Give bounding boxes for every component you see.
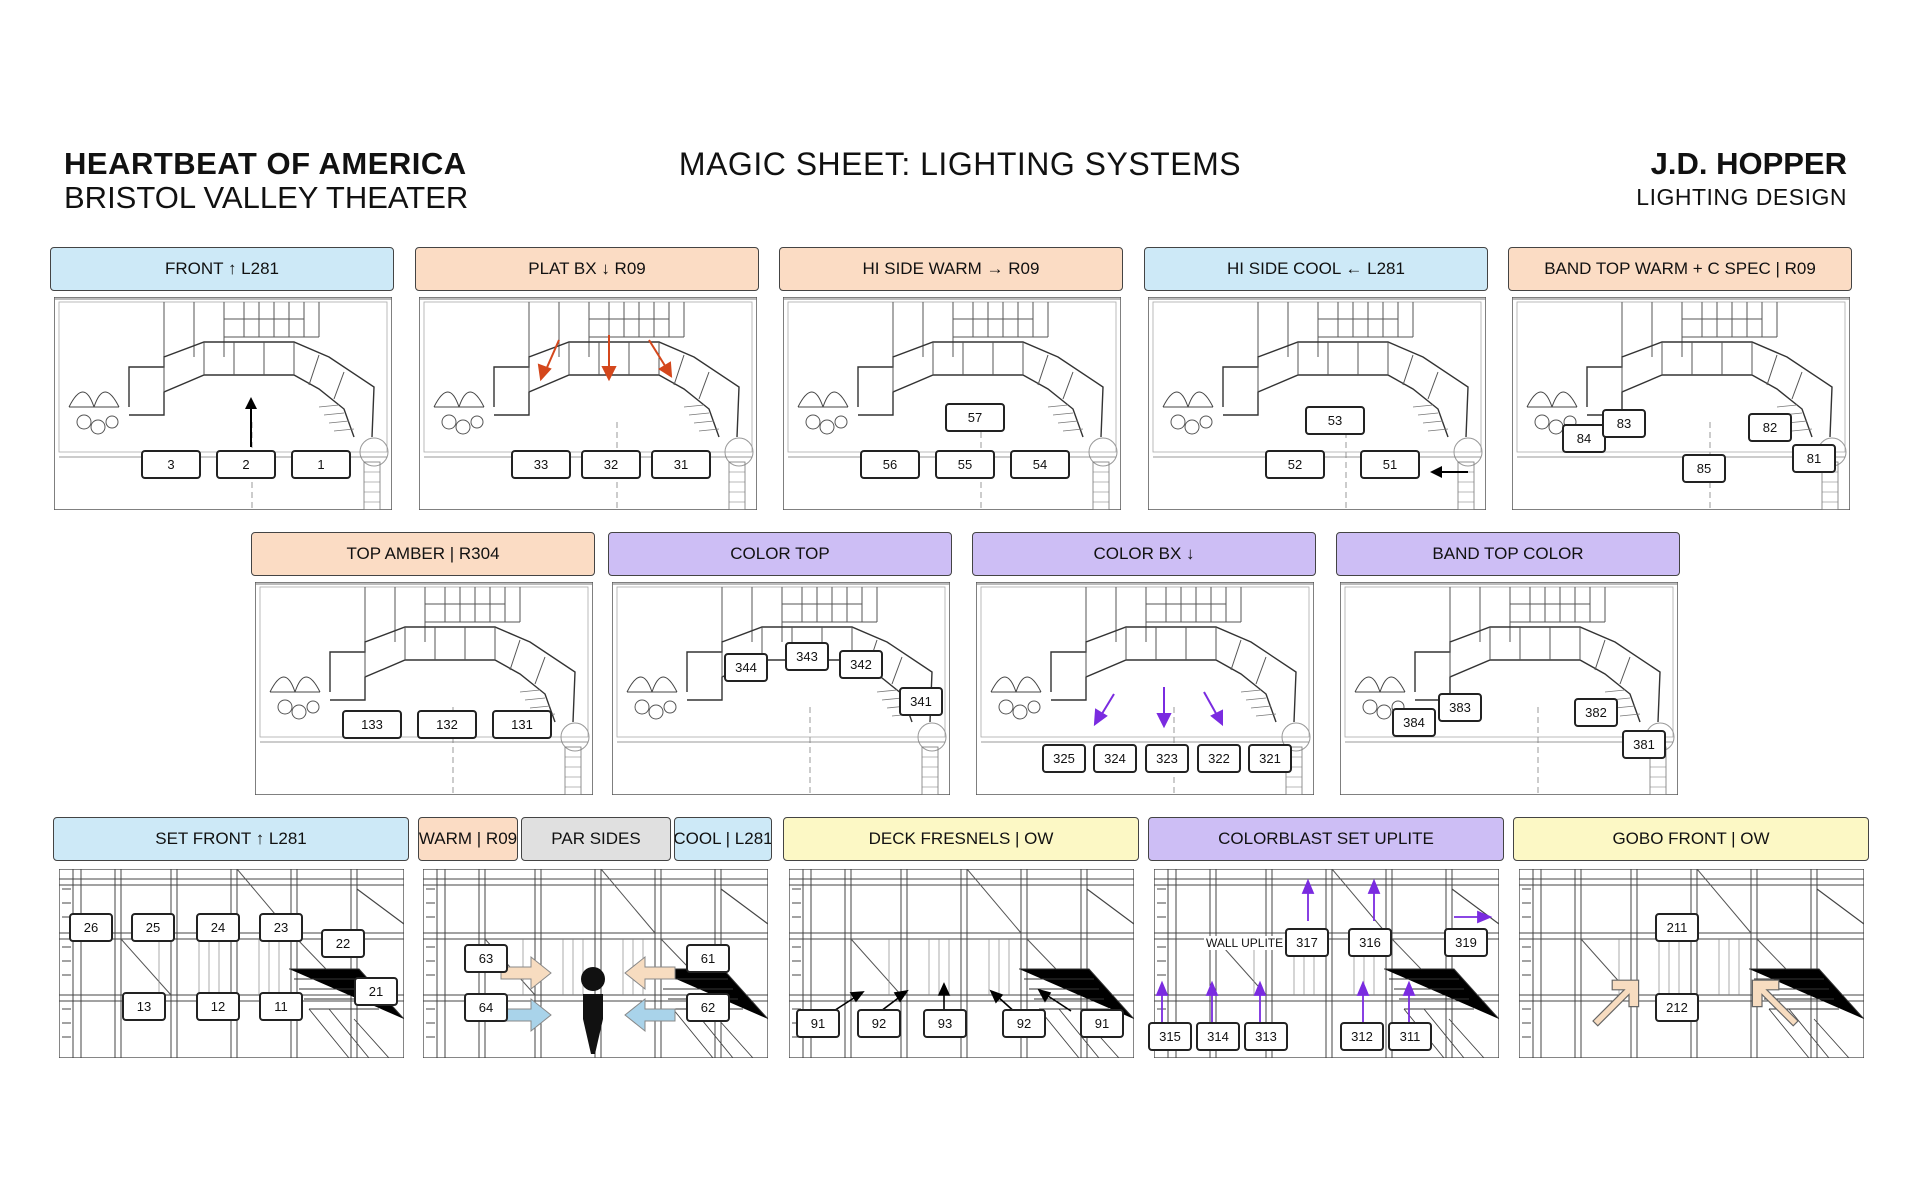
channel-box: 343 bbox=[785, 642, 829, 671]
elevation-drawing bbox=[1154, 869, 1499, 1058]
channel-box: 317 bbox=[1285, 928, 1329, 957]
system-label: HI SIDE COOL ← L281 bbox=[1144, 247, 1488, 291]
system-label: COLOR BX ↓ bbox=[972, 532, 1316, 576]
channel-box: 311 bbox=[1388, 1022, 1432, 1051]
channel-box: 133 bbox=[342, 710, 402, 739]
channel-box: 51 bbox=[1360, 450, 1420, 479]
channel-box: 131 bbox=[492, 710, 552, 739]
system-label: TOP AMBER | R304 bbox=[251, 532, 595, 576]
cool-label: COOL | L281 bbox=[674, 817, 772, 861]
elevation-drawing bbox=[1519, 869, 1864, 1058]
channel-box: 322 bbox=[1197, 744, 1241, 773]
channel-box: 312 bbox=[1340, 1022, 1384, 1051]
channel-box: 383 bbox=[1438, 693, 1482, 722]
system-label: DECK FRESNELS | OW bbox=[783, 817, 1139, 861]
channel-box: 2 bbox=[216, 450, 276, 479]
plan-drawing bbox=[419, 297, 757, 510]
channel-box: 211 bbox=[1655, 913, 1699, 942]
channel-box: 25 bbox=[131, 913, 175, 942]
system-label: HI SIDE WARM → R09 bbox=[779, 247, 1123, 291]
channel-box: 81 bbox=[1792, 444, 1836, 473]
system-label: COLORBLAST SET UPLITE bbox=[1148, 817, 1504, 861]
channel-box: 341 bbox=[899, 687, 943, 716]
channel-box: 323 bbox=[1145, 744, 1189, 773]
channel-box: 314 bbox=[1196, 1022, 1240, 1051]
channel-box: 85 bbox=[1682, 454, 1726, 483]
channel-box: 62 bbox=[686, 993, 730, 1022]
plan-drawing bbox=[1340, 582, 1678, 795]
plan-drawing bbox=[1148, 297, 1486, 510]
channel-box: 31 bbox=[651, 450, 711, 479]
channel-box: 1 bbox=[291, 450, 351, 479]
system-label: FRONT ↑ L281 bbox=[50, 247, 394, 291]
channel-box: 319 bbox=[1444, 928, 1488, 957]
channel-box: 22 bbox=[321, 929, 365, 958]
system-label: GOBO FRONT | OW bbox=[1513, 817, 1869, 861]
channel-box: 54 bbox=[1010, 450, 1070, 479]
plan-drawing bbox=[976, 582, 1314, 795]
channel-box: 23 bbox=[259, 913, 303, 942]
channel-box: 384 bbox=[1392, 708, 1436, 737]
channel-box: 82 bbox=[1748, 413, 1792, 442]
channel-box: 32 bbox=[581, 450, 641, 479]
venue-name: BRISTOL VALLEY THEATER bbox=[64, 180, 469, 215]
show-title: HEARTBEAT OF AMERICA bbox=[64, 146, 467, 181]
channel-box: 26 bbox=[69, 913, 113, 942]
channel-box: 382 bbox=[1574, 698, 1618, 727]
warm-label: WARM | R09 bbox=[418, 817, 518, 861]
channel-box: 56 bbox=[860, 450, 920, 479]
sheet-title: MAGIC SHEET: LIGHTING SYSTEMS bbox=[678, 146, 1242, 182]
plan-drawing bbox=[1512, 297, 1850, 510]
channel-box: 316 bbox=[1348, 928, 1392, 957]
channel-box: 83 bbox=[1602, 409, 1646, 438]
designer-role: LIGHTING DESIGN bbox=[1636, 184, 1847, 210]
channel-box: 212 bbox=[1655, 993, 1699, 1022]
system-label: PLAT BX ↓ R09 bbox=[415, 247, 759, 291]
channel-box: 325 bbox=[1042, 744, 1086, 773]
channel-box: 84 bbox=[1562, 424, 1606, 453]
channel-box: 91 bbox=[1080, 1009, 1124, 1038]
plan-drawing bbox=[255, 582, 593, 795]
channel-box: 342 bbox=[839, 650, 883, 679]
elevation-drawing bbox=[59, 869, 404, 1058]
system-label: SET FRONT ↑ L281 bbox=[53, 817, 409, 861]
system-label: BAND TOP WARM + C SPEC | R09 bbox=[1508, 247, 1852, 291]
channel-box: 55 bbox=[935, 450, 995, 479]
channel-box: 61 bbox=[686, 944, 730, 973]
channel-box: 313 bbox=[1244, 1022, 1288, 1051]
channel-box: 57 bbox=[945, 403, 1005, 432]
channel-box: 92 bbox=[857, 1009, 901, 1038]
channel-box: 315 bbox=[1148, 1022, 1192, 1051]
channel-box: 21 bbox=[354, 977, 398, 1006]
channel-box: 13 bbox=[122, 992, 166, 1021]
channel-box: 132 bbox=[417, 710, 477, 739]
channel-box: 24 bbox=[196, 913, 240, 942]
channel-box: 33 bbox=[511, 450, 571, 479]
channel-box: 91 bbox=[796, 1009, 840, 1038]
channel-box: 52 bbox=[1265, 450, 1325, 479]
channel-box: 11 bbox=[259, 992, 303, 1021]
channel-box: 12 bbox=[196, 992, 240, 1021]
elevation-drawing bbox=[423, 869, 768, 1058]
channel-box: 381 bbox=[1622, 730, 1666, 759]
channel-box: 3 bbox=[141, 450, 201, 479]
channel-box: 93 bbox=[923, 1009, 967, 1038]
channel-box: 92 bbox=[1002, 1009, 1046, 1038]
channel-box: 324 bbox=[1093, 744, 1137, 773]
channel-box: 63 bbox=[464, 944, 508, 973]
system-label: COLOR TOP bbox=[608, 532, 952, 576]
channel-box: 321 bbox=[1248, 744, 1292, 773]
channel-box: 344 bbox=[724, 653, 768, 682]
par-sides-label: PAR SIDES bbox=[521, 817, 671, 861]
channel-box: 53 bbox=[1305, 406, 1365, 435]
wall-uplite-note: WALL UPLITE bbox=[1204, 936, 1286, 950]
channel-box: 64 bbox=[464, 993, 508, 1022]
plan-drawing bbox=[54, 297, 392, 510]
system-label: BAND TOP COLOR bbox=[1336, 532, 1680, 576]
designer-name: J.D. HOPPER bbox=[1650, 146, 1847, 181]
